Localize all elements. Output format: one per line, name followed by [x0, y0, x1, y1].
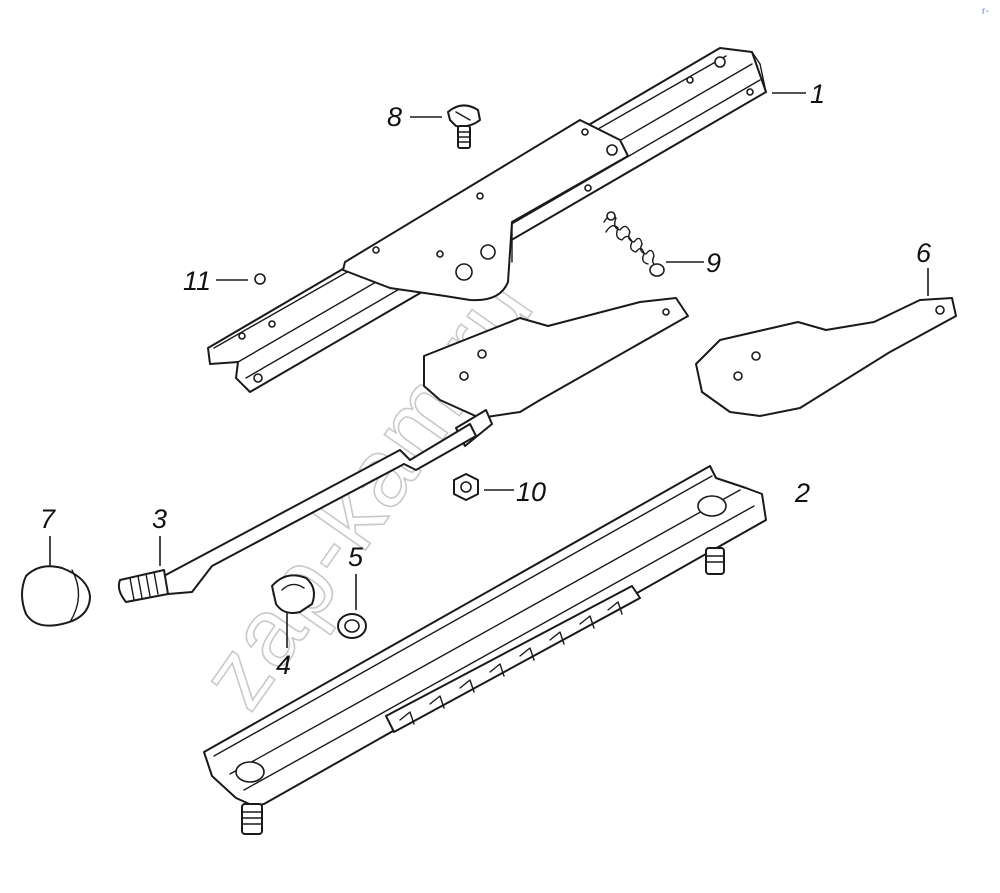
svg-text:10: 10	[516, 477, 546, 507]
part-8-screw	[447, 104, 481, 149]
callout-2: 2	[794, 478, 810, 508]
part-2-lower-rail	[203, 465, 767, 835]
callout-5: 5	[348, 542, 364, 610]
callout-1: 1	[772, 79, 825, 109]
part-9-spring	[603, 211, 665, 277]
callout-4: 4	[276, 612, 291, 680]
svg-text:7: 7	[40, 504, 56, 534]
callout-3: 3	[152, 504, 167, 566]
part-10-nut	[453, 473, 479, 501]
callout-10: 10	[484, 477, 546, 507]
callout-11: 11	[183, 266, 248, 296]
svg-text:6: 6	[916, 238, 932, 268]
svg-text:8: 8	[387, 102, 402, 132]
part-4-bushing	[271, 574, 315, 614]
callout-6: 6	[916, 238, 932, 296]
part-5-washer	[337, 613, 367, 639]
corner-mark: r-	[982, 6, 989, 17]
part-11-ball	[254, 273, 266, 285]
part-6-plate	[695, 297, 957, 417]
part-1-upper-rail	[207, 47, 767, 393]
part-3-lever	[117, 297, 689, 603]
svg-text:11: 11	[183, 266, 211, 296]
svg-text:5: 5	[348, 542, 364, 572]
svg-text:4: 4	[276, 650, 291, 680]
svg-text:2: 2	[794, 478, 810, 508]
part-7-knob	[21, 565, 91, 627]
callout-9: 9	[666, 248, 721, 278]
svg-text:3: 3	[152, 504, 167, 534]
callout-8: 8	[387, 102, 442, 132]
svg-text:9: 9	[706, 248, 721, 278]
callout-7: 7	[40, 504, 56, 566]
svg-text:1: 1	[810, 79, 825, 109]
